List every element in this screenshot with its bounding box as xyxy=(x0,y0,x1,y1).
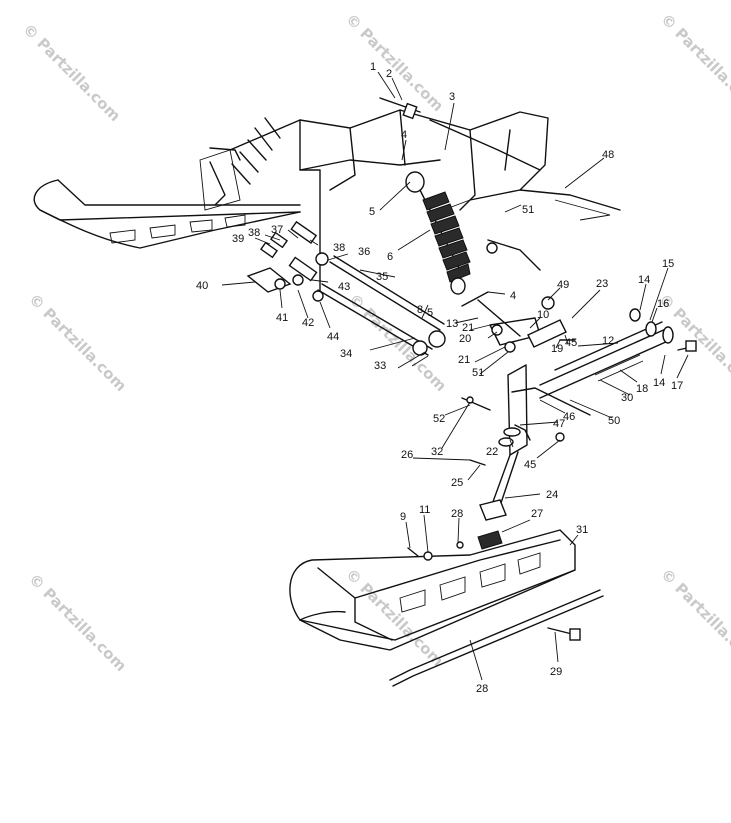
callout-49: 49 xyxy=(557,279,569,291)
callout-41: 41 xyxy=(276,312,288,324)
callout-44: 44 xyxy=(327,331,339,343)
callout-46: 46 xyxy=(563,411,575,423)
callout-19: 19 xyxy=(551,343,563,355)
callout-8: 8 xyxy=(417,304,423,316)
callout-24: 24 xyxy=(546,489,558,501)
callout-45b: 45 xyxy=(524,459,536,471)
callout-48: 48 xyxy=(602,149,614,161)
callout-4b: 4 xyxy=(510,290,516,302)
callout-labels: 1 2 3 4 48 5 51 6 39 38 37 38 36 40 35 4… xyxy=(196,61,683,695)
callout-5b: 5 xyxy=(427,307,433,319)
callout-27: 27 xyxy=(531,508,543,520)
callout-35: 35 xyxy=(376,271,388,283)
callout-30: 30 xyxy=(621,392,633,404)
ski-spindle xyxy=(479,364,591,521)
callout-11: 11 xyxy=(419,504,430,516)
callout-38: 38 xyxy=(248,227,260,239)
callout-5: 5 xyxy=(369,206,375,218)
left-bracket-group xyxy=(246,220,324,302)
callout-12: 12 xyxy=(602,335,614,347)
top-bolt xyxy=(379,97,421,120)
callout-1: 1 xyxy=(370,61,376,73)
callout-14: 14 xyxy=(638,274,650,286)
callout-37: 37 xyxy=(271,224,283,236)
callout-21b: 21 xyxy=(458,354,470,366)
watermark: © Partzilla.com xyxy=(342,10,447,115)
watermark: © Partzilla.com xyxy=(19,20,124,125)
callout-25: 25 xyxy=(451,477,463,489)
callout-26: 26 xyxy=(401,449,413,461)
watermarks: © Partzilla.com © Partzilla.com © Partzi… xyxy=(19,10,731,675)
ski-bolt xyxy=(547,627,581,641)
callout-20: 20 xyxy=(459,333,471,345)
trailing-arm xyxy=(539,308,697,399)
callout-32: 32 xyxy=(431,446,443,458)
callout-28b: 28 xyxy=(476,683,488,695)
watermark: © Partzilla.com xyxy=(657,565,731,670)
front-arm-shafts xyxy=(315,252,446,356)
callout-2: 2 xyxy=(386,68,392,80)
callout-3: 3 xyxy=(449,91,455,103)
callout-22: 22 xyxy=(486,446,498,458)
watermark: © Partzilla.com xyxy=(25,570,130,675)
callout-39: 39 xyxy=(232,233,244,245)
callout-40: 40 xyxy=(196,280,208,292)
callout-16: 16 xyxy=(657,298,669,310)
callout-51: 51 xyxy=(522,204,534,216)
callout-9: 9 xyxy=(400,511,406,523)
chassis-frame xyxy=(199,109,621,301)
callout-45: 45 xyxy=(565,337,577,349)
callout-21: 21 xyxy=(462,322,474,334)
callout-29: 29 xyxy=(550,666,562,678)
callout-15: 15 xyxy=(662,258,674,270)
callout-28: 28 xyxy=(451,508,463,520)
callout-17: 17 xyxy=(671,380,683,392)
callout-4: 4 xyxy=(401,129,407,141)
callout-47: 47 xyxy=(553,418,565,430)
callout-50: 50 xyxy=(608,415,620,427)
callout-23: 23 xyxy=(596,278,608,290)
leader-lines xyxy=(221,71,689,681)
callout-13: 13 xyxy=(446,318,458,330)
background-ski xyxy=(33,179,301,249)
callout-38b: 38 xyxy=(333,242,345,254)
callout-10: 10 xyxy=(537,309,549,321)
callout-43: 43 xyxy=(338,281,350,293)
front-shock-absorber xyxy=(405,171,471,295)
callout-14b: 14 xyxy=(653,377,665,389)
main-ski xyxy=(289,529,576,651)
callout-6: 6 xyxy=(387,251,393,263)
callout-33: 33 xyxy=(374,360,386,372)
callout-18: 18 xyxy=(636,383,648,395)
spindle-lower-hardware xyxy=(461,396,565,466)
rear-shock-background xyxy=(209,117,281,206)
watermark: © Partzilla.com xyxy=(342,565,447,670)
watermark: © Partzilla.com xyxy=(657,10,731,115)
wear-bar xyxy=(389,589,604,687)
callout-34: 34 xyxy=(340,348,352,360)
spindle-upper-hardware xyxy=(461,239,576,353)
watermark: © Partzilla.com xyxy=(25,290,130,395)
callout-52: 52 xyxy=(433,413,445,425)
callout-42: 42 xyxy=(302,317,314,329)
callout-36: 36 xyxy=(358,246,370,258)
callout-51b: 51 xyxy=(472,367,484,379)
callout-31: 31 xyxy=(576,524,588,536)
